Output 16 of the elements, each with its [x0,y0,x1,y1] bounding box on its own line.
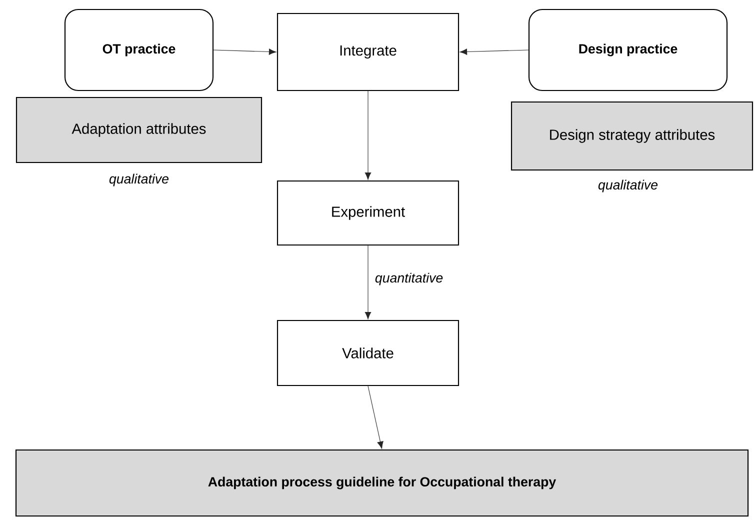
arrow [364,90,372,180]
arrow [213,48,276,55]
process-box: Experiment [276,180,460,246]
attribute-box: Adaptation attributes [16,96,262,164]
arrow [460,48,529,55]
arrow [364,245,372,320]
attribute-box: Design strategy attributes [510,101,754,171]
annotation: qualitative [109,174,169,186]
annotation: qualitative [598,180,658,192]
process-box: Validate [276,320,460,386]
practice-box: OT practice [64,8,214,92]
result-box: Adaptation process guideline for Occupational therapy [15,449,749,517]
process-box: Integrate [276,12,460,92]
practice-box: Design practice [528,8,728,92]
edge-label: quantitative [374,271,444,287]
arrow [368,386,384,449]
